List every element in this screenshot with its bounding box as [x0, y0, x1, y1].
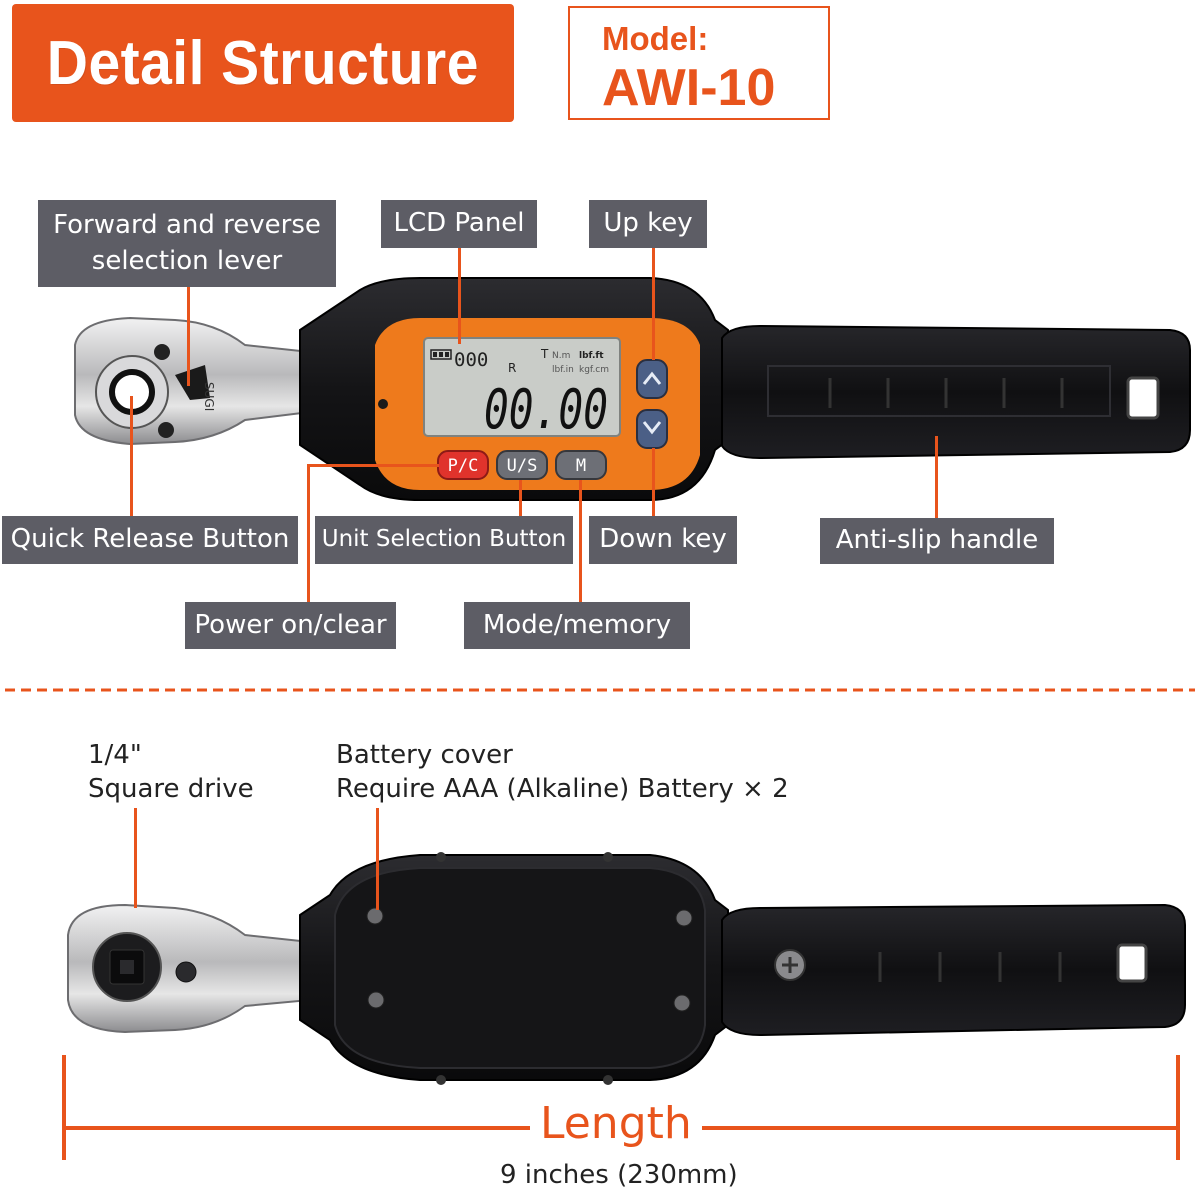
callout-forward-reverse-lever: Forward and reverse selection lever — [38, 200, 336, 287]
leader-line — [519, 480, 522, 516]
length-title: Length — [530, 1098, 702, 1149]
page-title: Detail Structure — [46, 28, 480, 98]
leader-line — [134, 808, 137, 908]
button-mode-label: M — [576, 456, 586, 476]
callout-down-key: Down key — [589, 516, 737, 564]
leader-line — [130, 396, 133, 516]
leader-line — [458, 248, 461, 344]
lcd-unit-kgfcm: kgf.cm — [579, 365, 609, 375]
model-value: AWI-10 — [602, 59, 776, 117]
model-box: Model: AWI-10 — [568, 6, 830, 120]
leader-line — [376, 808, 379, 910]
callout-unit-selection-button: Unit Selection Button — [315, 516, 573, 564]
leader-line — [187, 286, 190, 386]
lcd-indicator-r: R — [508, 361, 516, 375]
brand-mark: SUGI — [202, 382, 216, 411]
leader-line — [307, 464, 310, 602]
lcd-unit-lbfin: lbf.in — [552, 365, 574, 375]
callout-up-key: Up key — [589, 200, 707, 248]
length-value: 9 inches (230mm) — [500, 1160, 738, 1190]
battery-cover-note: Battery cover Require AAA (Alkaline) Bat… — [336, 740, 789, 804]
leader-line — [935, 436, 938, 518]
lcd-unit-nm: N.m — [552, 351, 570, 361]
length-dimension — [62, 1055, 1180, 1160]
leader-line — [579, 480, 582, 602]
ratchet-head: SUGI — [74, 316, 311, 446]
wrench-body — [299, 277, 729, 501]
lcd-main-readout: 00.00 — [484, 378, 608, 441]
callout-anti-slip-handle: Anti-slip handle — [820, 518, 1054, 564]
anti-slip-handle-top — [721, 324, 1191, 460]
lcd-unit-lbfft: lbf.ft — [579, 351, 604, 361]
model-label: Model: — [602, 20, 709, 57]
lcd-battery-readout: 000 — [454, 349, 488, 371]
lcd-indicator-t: T — [540, 347, 549, 361]
leader-line — [652, 248, 655, 360]
callout-power-on-clear: Power on/clear — [185, 602, 396, 649]
lcd-readout-group: 000 T R N.m lbf.ft lbf.in kgf.cm 00.00 — [430, 347, 609, 441]
callout-quick-release-button: Quick Release Button — [2, 516, 298, 564]
callout-mode-memory: Mode/memory — [464, 602, 690, 649]
button-unit-select-label: U/S — [507, 456, 538, 476]
wrench-rear-illustration — [67, 852, 1186, 1085]
button-power-clear-label: P/C — [448, 456, 479, 476]
leader-line — [652, 448, 655, 516]
callout-lcd-panel: LCD Panel — [381, 200, 537, 248]
square-drive-note: 1/4" Square drive — [88, 740, 254, 804]
title-banner: Detail Structure — [12, 4, 514, 122]
leader-line — [307, 464, 439, 467]
